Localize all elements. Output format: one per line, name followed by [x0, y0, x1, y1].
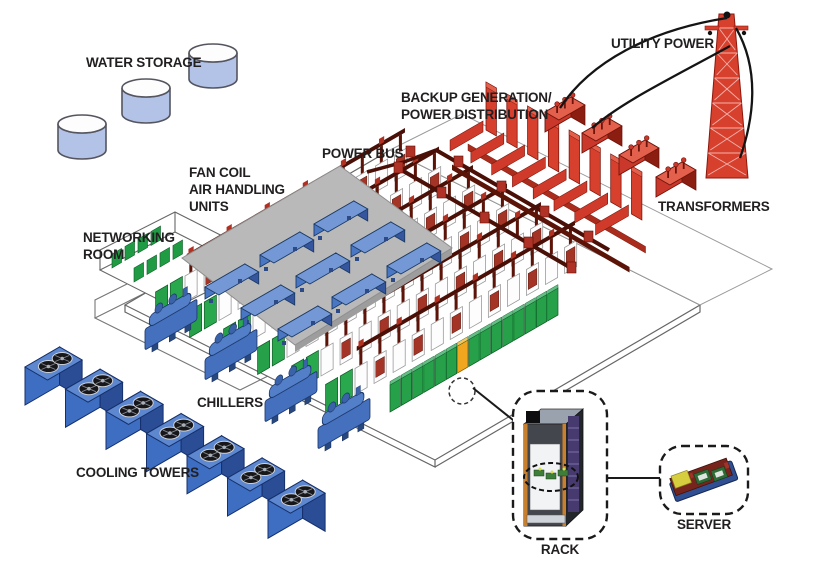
backup-generation-cluster	[449, 81, 646, 273]
label-fan-coil-units: FAN COIL AIR HANDLING UNITS	[189, 165, 285, 214]
ceiling-panel	[181, 165, 453, 352]
rack-detail-callout	[511, 389, 609, 541]
label-backup-generation: BACKUP GENERATION/ POWER DISTRIBUTION	[401, 90, 552, 122]
bus-connector	[523, 236, 534, 249]
label-power-bus: POWER BUS	[322, 146, 404, 161]
networking-rack-row	[133, 239, 183, 283]
label-water-storage: WATER STORAGE	[86, 55, 202, 70]
label-chillers: CHILLERS	[197, 395, 263, 410]
water-tank	[57, 114, 107, 160]
water-tank	[121, 78, 171, 124]
callout-ellipse-servers	[523, 462, 579, 492]
server-cpu	[670, 469, 692, 489]
bus-connector	[436, 186, 447, 199]
label-cooling-towers: COOLING TOWERS	[76, 465, 199, 480]
bus-connector	[393, 161, 404, 174]
bus-connector	[453, 155, 464, 168]
label-server: SERVER	[676, 517, 732, 532]
label-transformers: TRANSFORMERS	[658, 199, 770, 214]
bus-connector	[405, 145, 416, 158]
label-rack: RACK	[540, 542, 580, 557]
green-rack-row	[389, 284, 559, 413]
networking-rack-row	[111, 225, 161, 269]
transformer	[655, 157, 697, 198]
bus-connector	[566, 261, 577, 274]
power-cable	[591, 44, 731, 129]
callout-circle	[448, 377, 476, 405]
label-networking-room: NETWORKING ROOM	[83, 230, 175, 262]
leader-line-rack	[472, 387, 519, 425]
bus-connector	[583, 230, 594, 243]
label-utility-power: UTILITY POWER	[611, 36, 714, 51]
power-bus	[366, 145, 611, 274]
bus-connector	[496, 180, 507, 193]
power-cable	[559, 16, 728, 109]
bus-connector	[479, 211, 490, 224]
insulator	[707, 30, 713, 36]
insulator	[741, 30, 747, 36]
server-detail-callout	[658, 444, 750, 516]
bus-connector	[539, 205, 550, 218]
power-cable	[735, 27, 754, 159]
transformer	[618, 135, 660, 176]
utility-pylon	[559, 11, 754, 179]
